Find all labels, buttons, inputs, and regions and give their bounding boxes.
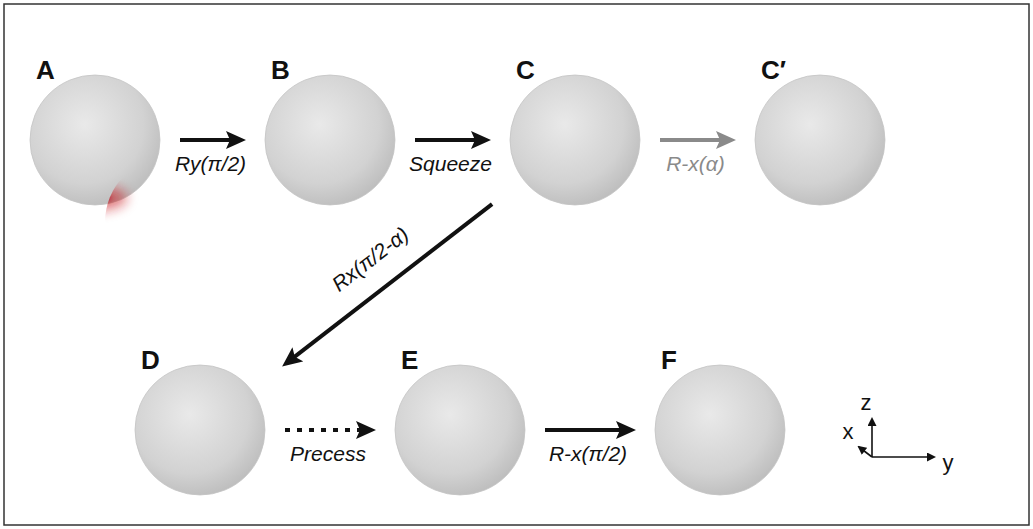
arrow-connector [545,428,631,432]
panel-letter: E [401,346,418,375]
axes-icon [859,419,934,457]
axis-label: x [843,421,854,443]
bloch-sphere: E [385,348,535,512]
spin-distribution [304,79,356,125]
operation-label: R-x(α) [666,152,725,175]
x-axis [859,447,872,457]
meridian [330,75,332,205]
arrow-connector [660,138,731,142]
equator [510,132,640,149]
spin-distribution [520,109,631,126]
sphere [265,75,395,205]
spin-distribution-core [457,370,463,470]
arrow-connector [180,138,241,142]
meridian [575,75,577,205]
meridian [820,75,822,205]
spin-distribution [457,370,463,470]
equator [265,132,395,149]
bloch-sphere: D [125,348,275,512]
spin-distribution-core [664,409,776,416]
meridian [200,365,202,495]
sphere [30,75,160,205]
equator [655,422,785,439]
panel-letter: C [516,56,535,85]
operation-label: Rx(π/2-α) [327,222,412,295]
operation-label: Ry(π/2) [175,152,246,175]
sphere [755,75,885,205]
frame [4,4,1029,525]
sphere [395,365,525,495]
sphere [655,365,785,495]
arrow-connector [286,204,492,363]
bloch-sphere: F [645,348,795,512]
spin-distribution-core [520,109,631,126]
spin-distribution [63,185,127,211]
bloch-sphere: B [255,58,405,222]
operation-label: Precess [290,442,366,465]
spin-distribution [664,409,776,416]
meridian [460,365,462,495]
equator [395,422,525,439]
z-axis [871,419,873,457]
panel-letter: B [271,56,290,85]
arrow-connector [285,428,371,432]
sphere [510,75,640,205]
spin-distribution-core [199,370,200,472]
panel-letter: F [661,346,677,375]
operation-label: R-x(π/2) [549,442,627,465]
panel-letter: D [141,346,160,375]
equator [135,422,265,439]
bloch-sphere: C′ [745,58,895,222]
spin-distribution [762,111,878,118]
y-axis [872,456,934,458]
spin-distribution-core [79,193,110,203]
spin-distribution-core [762,111,878,118]
operation-label: Squeeze [409,152,492,175]
equator [755,132,885,149]
bloch-sphere: A [20,58,170,222]
sphere [135,365,265,495]
panel-letter: A [36,56,55,85]
spin-distribution-core [318,91,342,113]
axis-label: z [861,392,872,414]
meridian [720,365,722,495]
meridian [95,75,97,205]
bloch-sphere: C [500,58,650,222]
panel-letter: C′ [761,56,786,85]
arrow-connector [415,138,486,142]
spin-distribution [199,370,200,472]
axis-label: y [943,452,954,474]
equator [30,132,160,149]
